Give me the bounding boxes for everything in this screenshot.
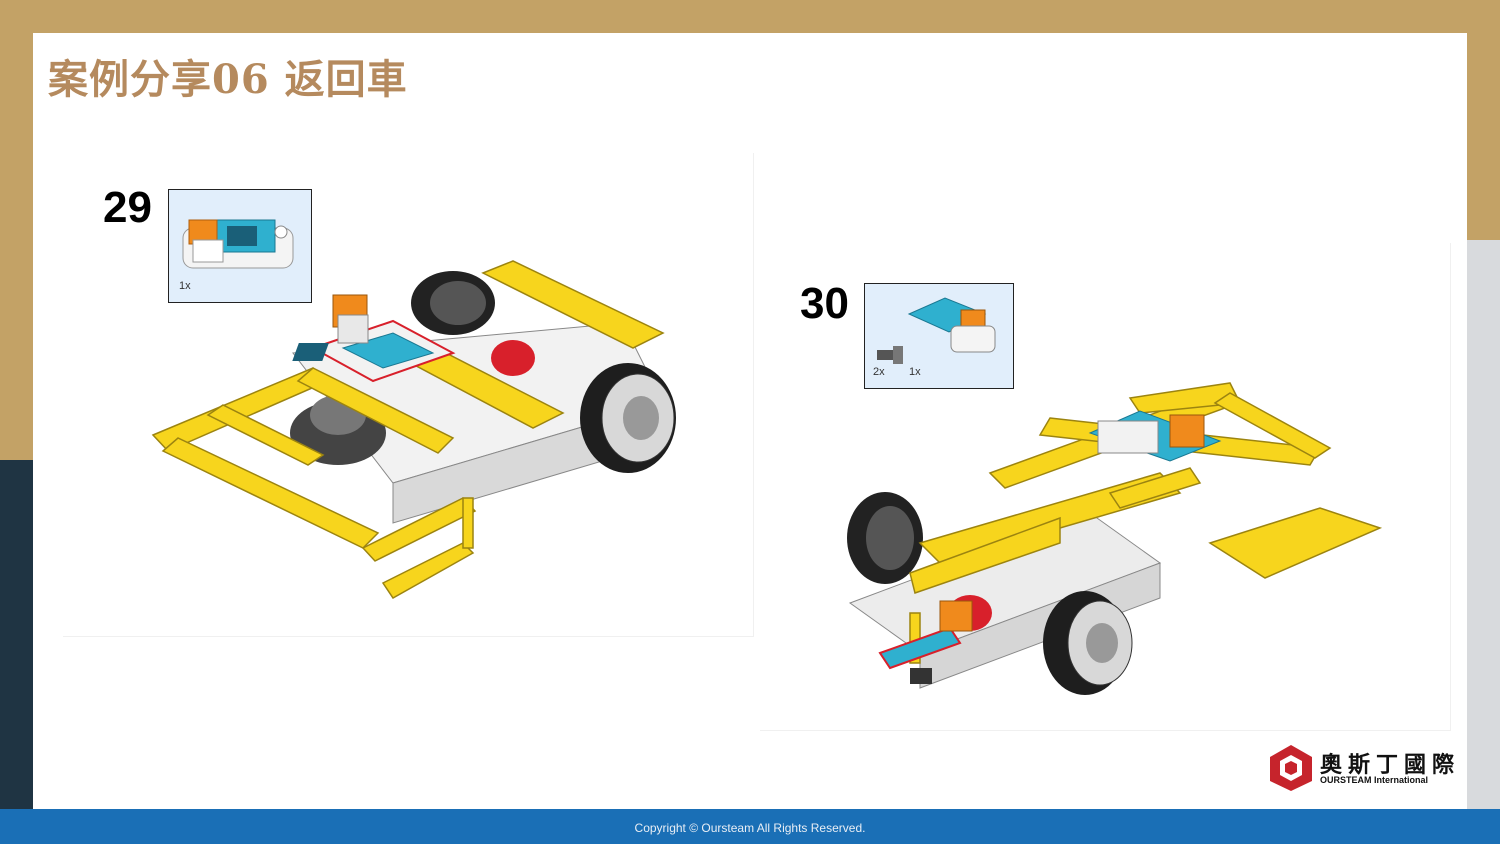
sensor-board-icon xyxy=(877,297,996,364)
yellow-beams-icon xyxy=(909,382,1383,664)
logo-chinese-name: 奧斯丁國際 xyxy=(1320,753,1461,778)
company-logo: 奧斯丁國際 OURSTEAM International xyxy=(1268,743,1458,793)
red-gear-icon xyxy=(948,595,992,631)
step-29-panel: 29 1x xyxy=(63,153,754,637)
step-number: 29 xyxy=(103,183,152,232)
parts-callout: 2x 1x xyxy=(864,283,1014,389)
parts-callout: 1x xyxy=(168,189,312,303)
callout-quantity: 1x xyxy=(909,366,921,378)
temperature-sensor-icon xyxy=(292,294,456,383)
turntable-gear-icon xyxy=(290,395,386,465)
callout-quantity: 2x xyxy=(873,366,885,378)
front-sensor-board-icon xyxy=(878,600,973,684)
front-wheel-icon xyxy=(1043,591,1133,695)
slide-canvas: 案例分享06 返回車 29 1x xyxy=(33,33,1467,809)
sensor-module-icon xyxy=(182,219,294,269)
rear-wheel-icon xyxy=(411,271,495,335)
rear-wheel-icon xyxy=(847,492,923,584)
temperature-sensor-icon xyxy=(1088,410,1222,462)
step-30-panel: 30 2x 1x xyxy=(760,243,1451,731)
red-gear-icon xyxy=(491,340,535,376)
lego-build-step-29 xyxy=(151,260,676,599)
front-wheel-icon xyxy=(580,363,676,473)
logo-english-name: OURSTEAM International xyxy=(1320,775,1429,785)
footer-copyright: Copyright © Oursteam All Rights Reserved… xyxy=(634,821,866,835)
callout-quantity: 1x xyxy=(179,280,191,292)
footer-bar: Copyright © Oursteam All Rights Reserved… xyxy=(0,809,1500,844)
step-number: 30 xyxy=(800,279,849,328)
logo-cube-icon xyxy=(1270,745,1312,791)
slide-title: 案例分享06 返回車 xyxy=(48,56,408,103)
connector-peg-icon xyxy=(877,346,903,364)
yellow-beams-icon xyxy=(151,260,665,599)
